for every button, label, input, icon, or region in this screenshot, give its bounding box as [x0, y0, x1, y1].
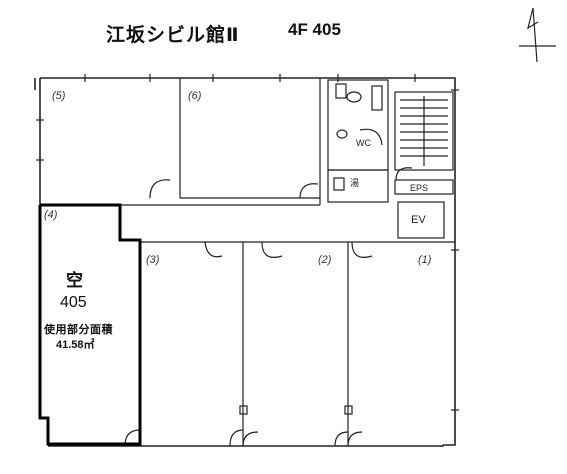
room-label-1: (1): [418, 254, 432, 266]
wall-ticks: [36, 74, 459, 411]
hot-water-label: 湯: [350, 178, 360, 188]
plan-title: 江坂シビル館Ⅱ 4F 405: [88, 20, 408, 48]
room-label-6: (6): [188, 90, 202, 102]
upper-room-walls: [40, 78, 321, 206]
usable-area-value: 41.58㎡: [56, 339, 95, 351]
outer-wall: [34, 77, 456, 447]
room-label-4: (4): [44, 209, 58, 221]
core-block: [394, 91, 454, 239]
vacant-unit-number: 405: [60, 294, 87, 311]
room-label-3: (3): [146, 254, 160, 266]
vacancy-status: 空: [66, 271, 83, 290]
room-label-5: (5): [52, 90, 66, 102]
wc-block: [327, 79, 389, 203]
eps-label: EPS: [410, 183, 429, 193]
floor-unit-label: 4F 405: [288, 20, 341, 39]
lower-room-walls: [124, 242, 363, 447]
room-label-2: (2): [318, 254, 332, 266]
north-arrow-icon: [519, 7, 556, 63]
building-name: 江坂シビル館Ⅱ: [106, 24, 240, 46]
wc-label: WC: [356, 138, 371, 148]
usable-area-label: 使用部分面積: [44, 324, 113, 336]
vacant-room-outline: [38, 203, 142, 446]
corridor-walls: [119, 204, 455, 258]
elevator-label: EV: [411, 214, 426, 226]
